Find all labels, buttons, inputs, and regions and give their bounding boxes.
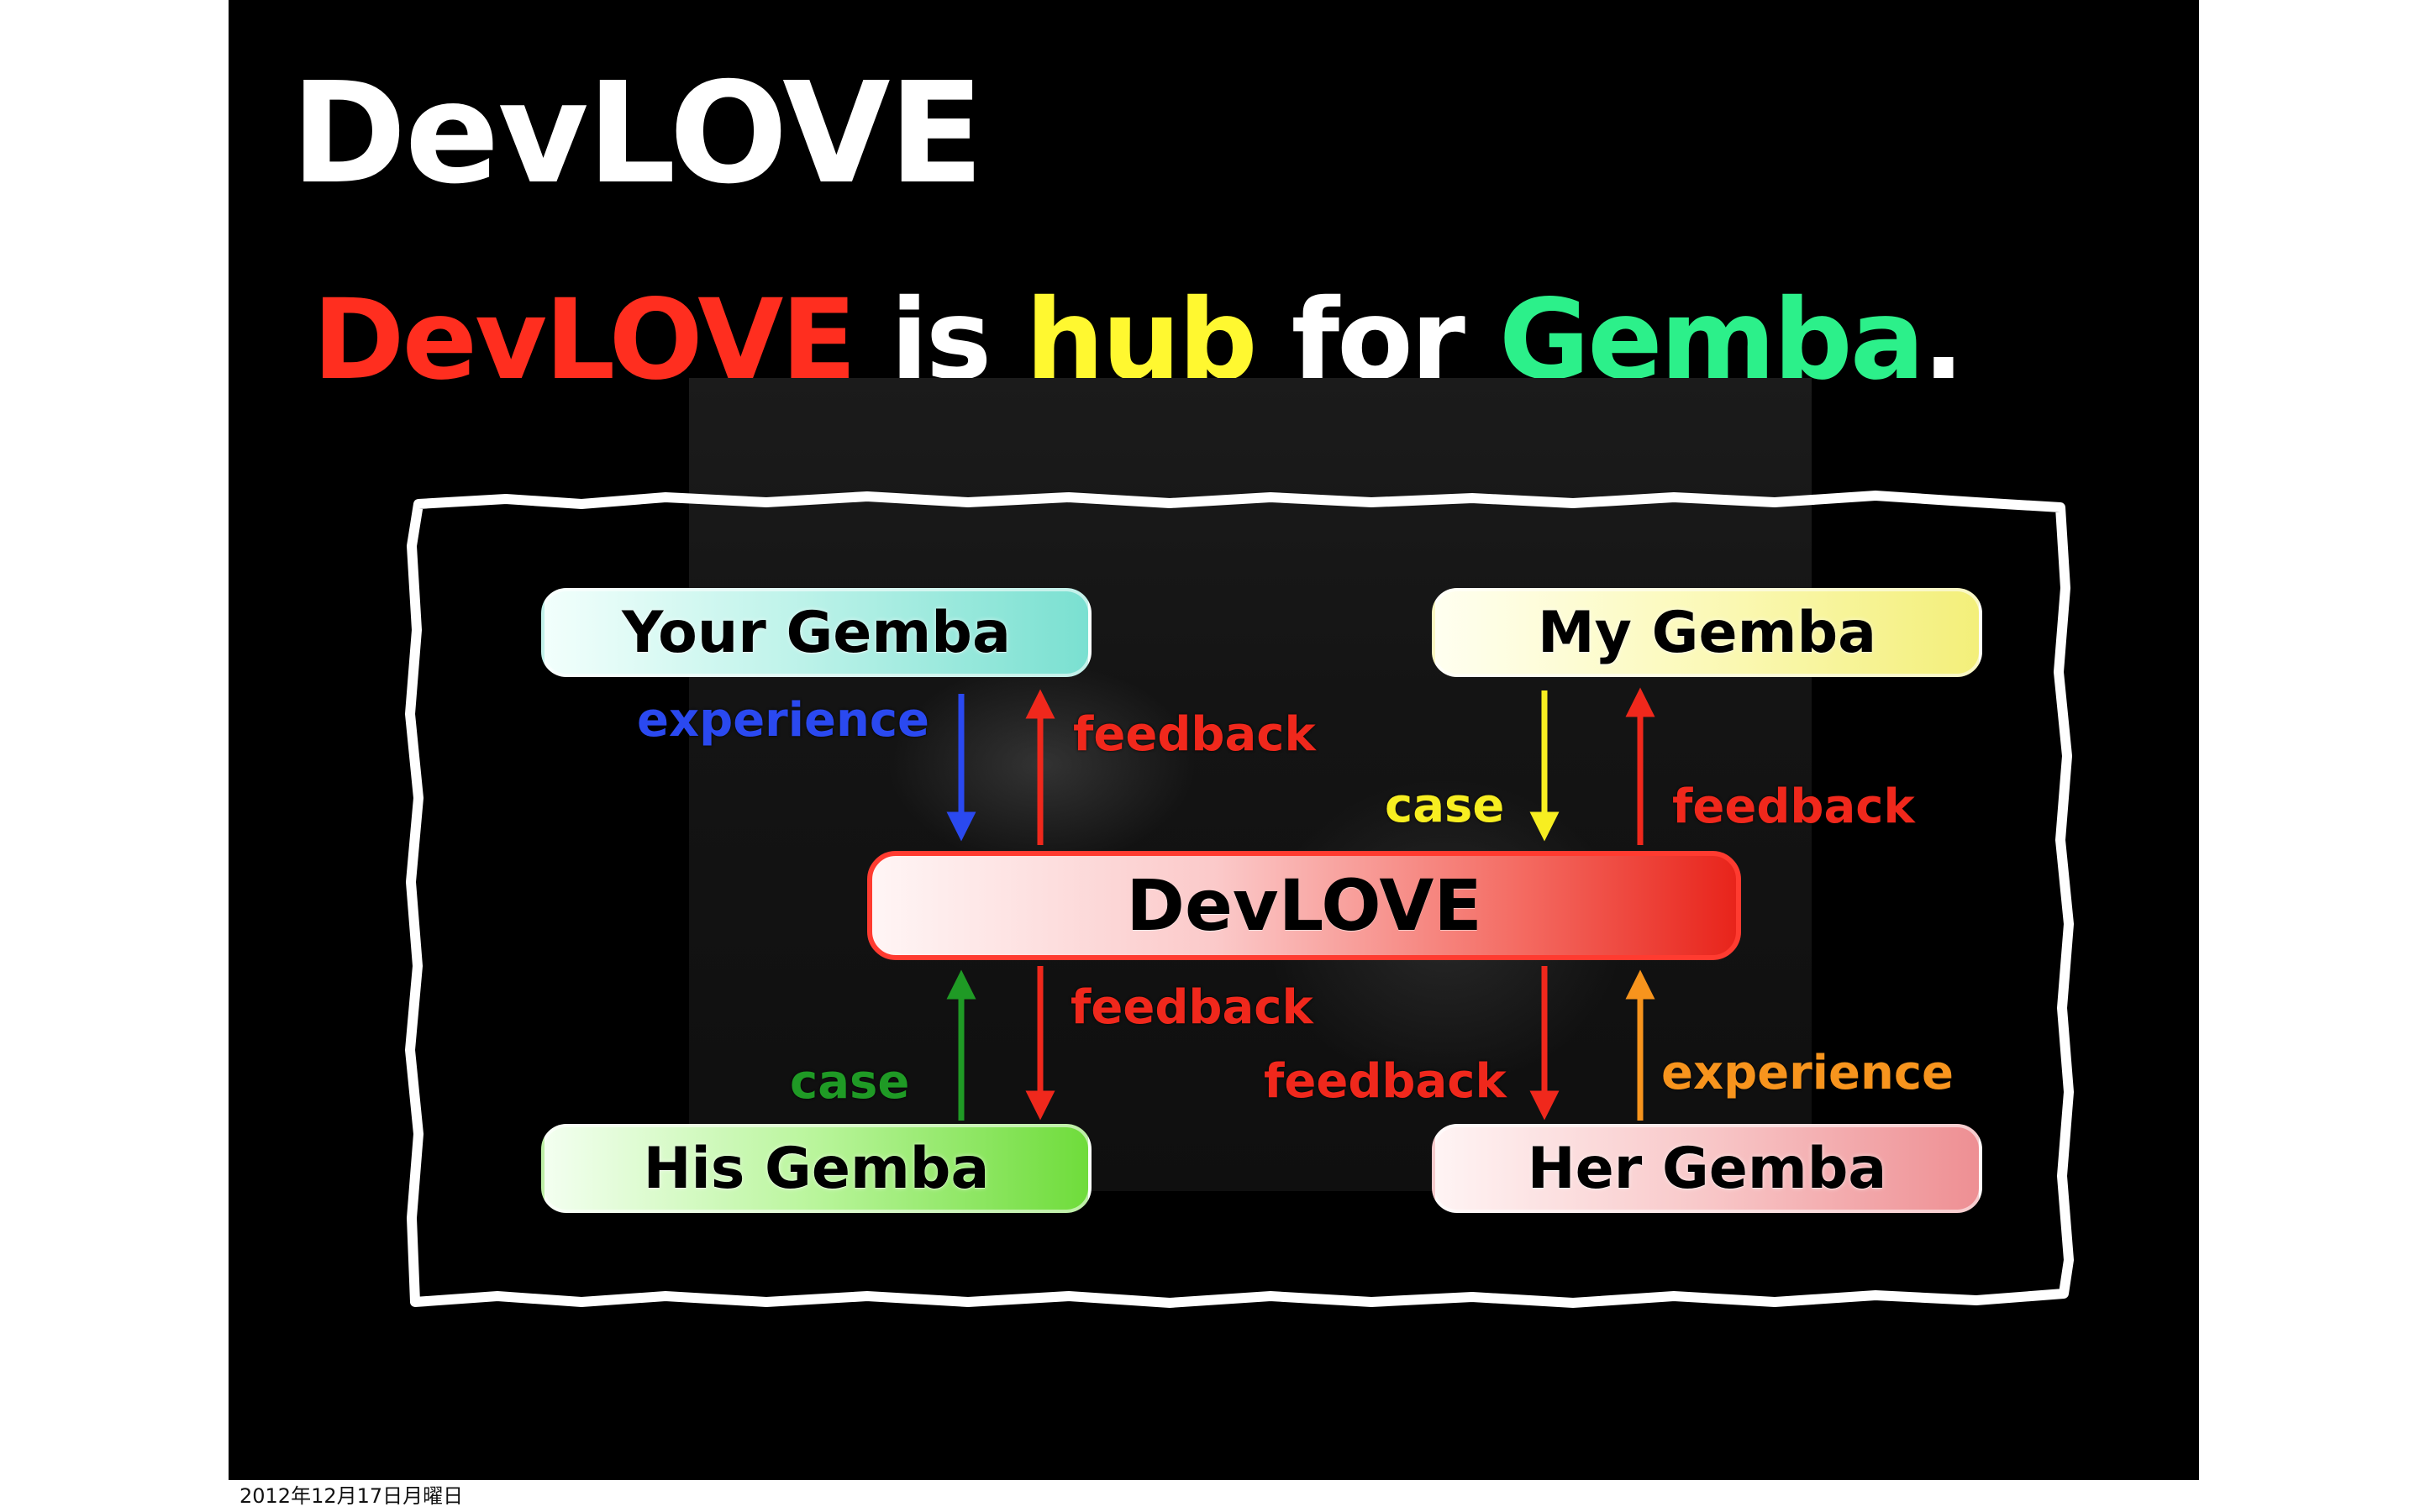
node-his-gemba: His Gemba (541, 1124, 1092, 1213)
node-her-gemba: Her Gemba (1432, 1124, 1982, 1213)
torn-frame (405, 491, 2074, 1308)
slide-title: DevLOVE (291, 53, 984, 215)
label-her-to-devlove: experience (1661, 1046, 1954, 1100)
label-devlove-to-your: feedback (1073, 707, 1316, 762)
label-devlove-to-my: feedback (1672, 780, 1915, 834)
slide: DevLOVE DevLOVE is hub for Gemba. (229, 0, 2199, 1480)
label-his-to-devlove: case (790, 1055, 910, 1110)
background-photo (689, 378, 1812, 1191)
diagram-canvas (405, 491, 2074, 1308)
headline-part-period: . (1922, 276, 1965, 405)
label-devlove-to-her: feedback (1264, 1054, 1507, 1109)
node-my-gemba: My Gemba (1432, 588, 1982, 677)
label-your-to-devlove: experience (637, 693, 930, 748)
label-my-to-devlove: case (1385, 779, 1505, 833)
label-devlove-to-his: feedback (1071, 980, 1313, 1035)
node-your-gemba: Your Gemba (541, 588, 1092, 677)
footer-date: 2012年12月17日月曜日 (239, 1484, 464, 1508)
node-devlove: DevLOVE (867, 851, 1741, 960)
